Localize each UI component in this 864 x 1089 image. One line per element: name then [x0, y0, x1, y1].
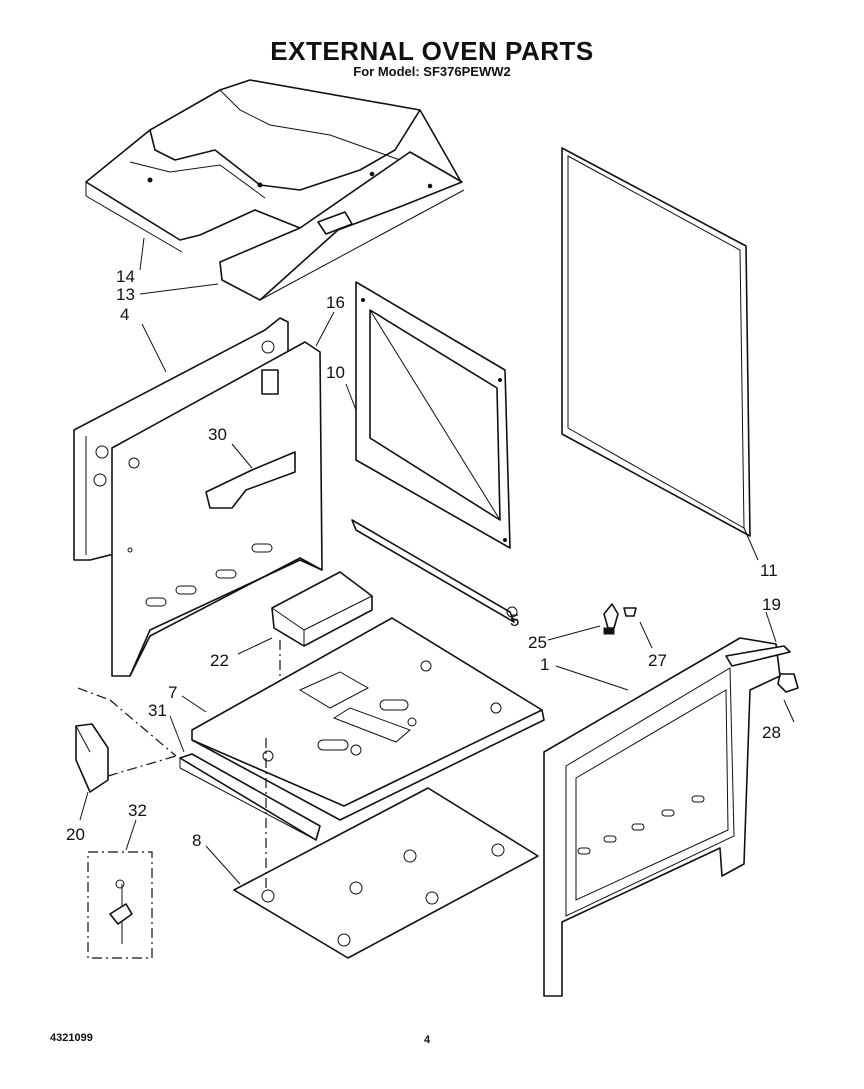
part-window-frame [356, 282, 510, 548]
part-front-rail [180, 754, 320, 840]
callout-label: 14 [116, 267, 135, 286]
callout-label: 4 [120, 305, 130, 324]
callout-label: 22 [210, 651, 229, 670]
page-number: 4 [424, 1034, 431, 1046]
part-top-trim [220, 152, 464, 300]
callout-label: 16 [326, 293, 345, 312]
part-bracket [76, 688, 176, 792]
part-burner-box [272, 572, 372, 646]
callout-label: 19 [762, 595, 781, 614]
callout-label: 7 [168, 683, 178, 702]
part-hardware [604, 604, 798, 692]
callout-label: 28 [762, 723, 781, 742]
leader-lines [80, 238, 794, 884]
callout-label: 25 [528, 633, 547, 652]
callout-label: 30 [208, 425, 227, 444]
part-front-frame [544, 638, 790, 996]
part-rail [352, 520, 517, 622]
model-subtitle: For Model: SF376PEWW2 [353, 64, 511, 79]
callout-label: 32 [128, 801, 147, 820]
callout-label: 31 [148, 701, 167, 720]
callout-label: 1 [540, 655, 550, 674]
callout-label: 13 [116, 285, 135, 304]
callout-label: 11 [760, 561, 778, 580]
callout-label: 27 [648, 651, 667, 670]
part-side-panel-inner [112, 342, 322, 676]
document-number: 4321099 [50, 1032, 93, 1044]
callout-label: 10 [326, 363, 345, 382]
part-hardware-kit [88, 852, 152, 958]
part-bottom-cover [234, 738, 538, 958]
callout-label: 8 [192, 831, 202, 850]
page-title: EXTERNAL OVEN PARTS [270, 36, 594, 66]
part-door-gasket [562, 148, 750, 536]
callout-label: 20 [66, 825, 85, 844]
callout-label: 5 [510, 611, 520, 630]
